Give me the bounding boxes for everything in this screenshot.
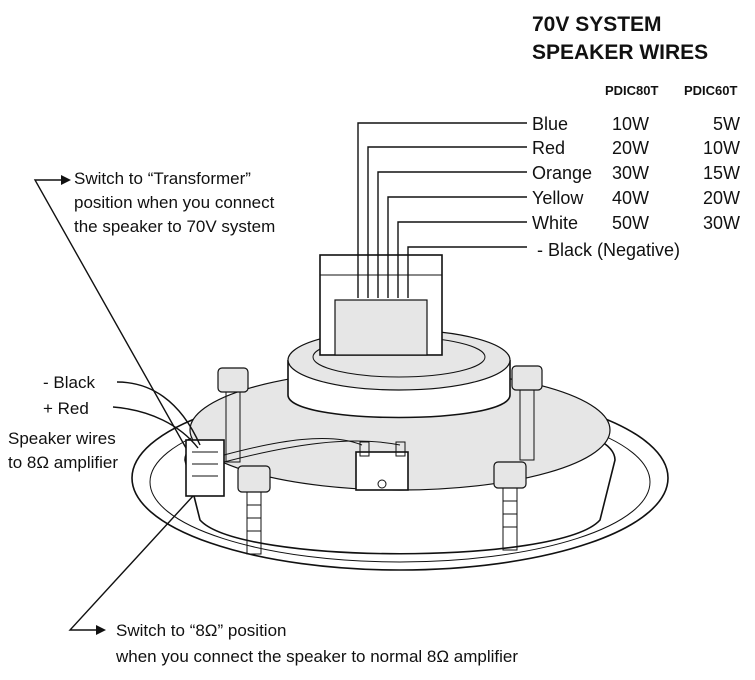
transformer-note-line-2: position when you connect	[74, 193, 275, 212]
ohm-note-line-2: when you connect the speaker to normal 8…	[115, 647, 518, 666]
wire-color-label: Yellow	[532, 188, 584, 208]
clamp-right-rear	[511, 365, 543, 461]
ohm-arrow-head	[96, 625, 106, 635]
ohm-note-line-1: Switch to “8Ω” position	[116, 621, 287, 640]
amp-wire-leaders	[112, 381, 401, 463]
terminal-block	[355, 451, 409, 491]
wire-row-red: Red 20W 10W	[532, 138, 740, 158]
wire-watt-pdic60t: 15W	[703, 163, 740, 183]
wire-row-blue: Blue 10W 5W	[532, 114, 740, 134]
leader-white	[397, 221, 527, 298]
clamp-left-front	[237, 465, 271, 555]
terminal-post-left	[359, 441, 370, 457]
wire-color-label: Red	[532, 138, 565, 158]
leader-orange	[377, 171, 527, 298]
transformer-arrow-head	[61, 175, 71, 185]
clamp-left-rear	[217, 367, 249, 463]
wire-color-label: Orange	[532, 163, 592, 183]
wire-watt-pdic80t: 50W	[612, 213, 649, 233]
title-line-2: SPEAKER WIRES	[532, 41, 708, 64]
switch-block	[185, 439, 225, 497]
transformer-note-line-1: Switch to “Transformer”	[74, 169, 251, 188]
wire-watt-pdic60t: 20W	[703, 188, 740, 208]
leader-red-amp	[112, 406, 199, 449]
wire-color-label: White	[532, 213, 578, 233]
speaker-illustration	[131, 254, 669, 571]
wire-color-label: Blue	[532, 114, 568, 134]
clamp-right-front	[493, 461, 527, 551]
speaker-wire-black-label: - Black	[43, 373, 95, 392]
wire-watt-pdic80t: 10W	[612, 114, 649, 134]
tap-wire-leaders	[357, 122, 527, 298]
terminal-post-right	[395, 441, 406, 457]
transformer-coil	[334, 299, 428, 356]
wire-watt-pdic60t: 5W	[713, 114, 740, 134]
wire-watt-pdic80t: 20W	[612, 138, 649, 158]
transformer-note-line-3: the speaker to 70V system	[74, 217, 275, 236]
header-pdic60t: PDIC60T	[684, 83, 738, 98]
wire-watt-pdic60t: 30W	[703, 213, 740, 233]
speaker-wires-label-1: Speaker wires	[8, 429, 116, 448]
leader-red	[367, 146, 527, 298]
wire-row-yellow: Yellow 40W 20W	[532, 188, 740, 208]
ohm-pointer	[68, 495, 194, 631]
wire-watt-pdic80t: 30W	[612, 163, 649, 183]
wire-watt-pdic80t: 40W	[612, 188, 649, 208]
title-line-1: 70V SYSTEM	[532, 13, 662, 36]
wire-watt-pdic60t: 10W	[703, 138, 740, 158]
leader-blue	[357, 122, 527, 298]
leader-black	[407, 246, 527, 298]
wire-row-black-negative: - Black (Negative)	[537, 240, 680, 260]
wire-row-orange: Orange 30W 15W	[532, 163, 740, 183]
transformer-pointer	[33, 179, 187, 449]
speaker-wire-red-label: + Red	[43, 399, 89, 418]
terminal-screw	[377, 479, 387, 489]
speaker-wires-label-2: to 8Ω amplifier	[8, 453, 118, 472]
wire-row-white: White 50W 30W	[532, 213, 740, 233]
leader-black-amp	[116, 381, 201, 446]
leader-yellow	[387, 196, 527, 298]
header-pdic80t: PDIC80T	[605, 83, 659, 98]
